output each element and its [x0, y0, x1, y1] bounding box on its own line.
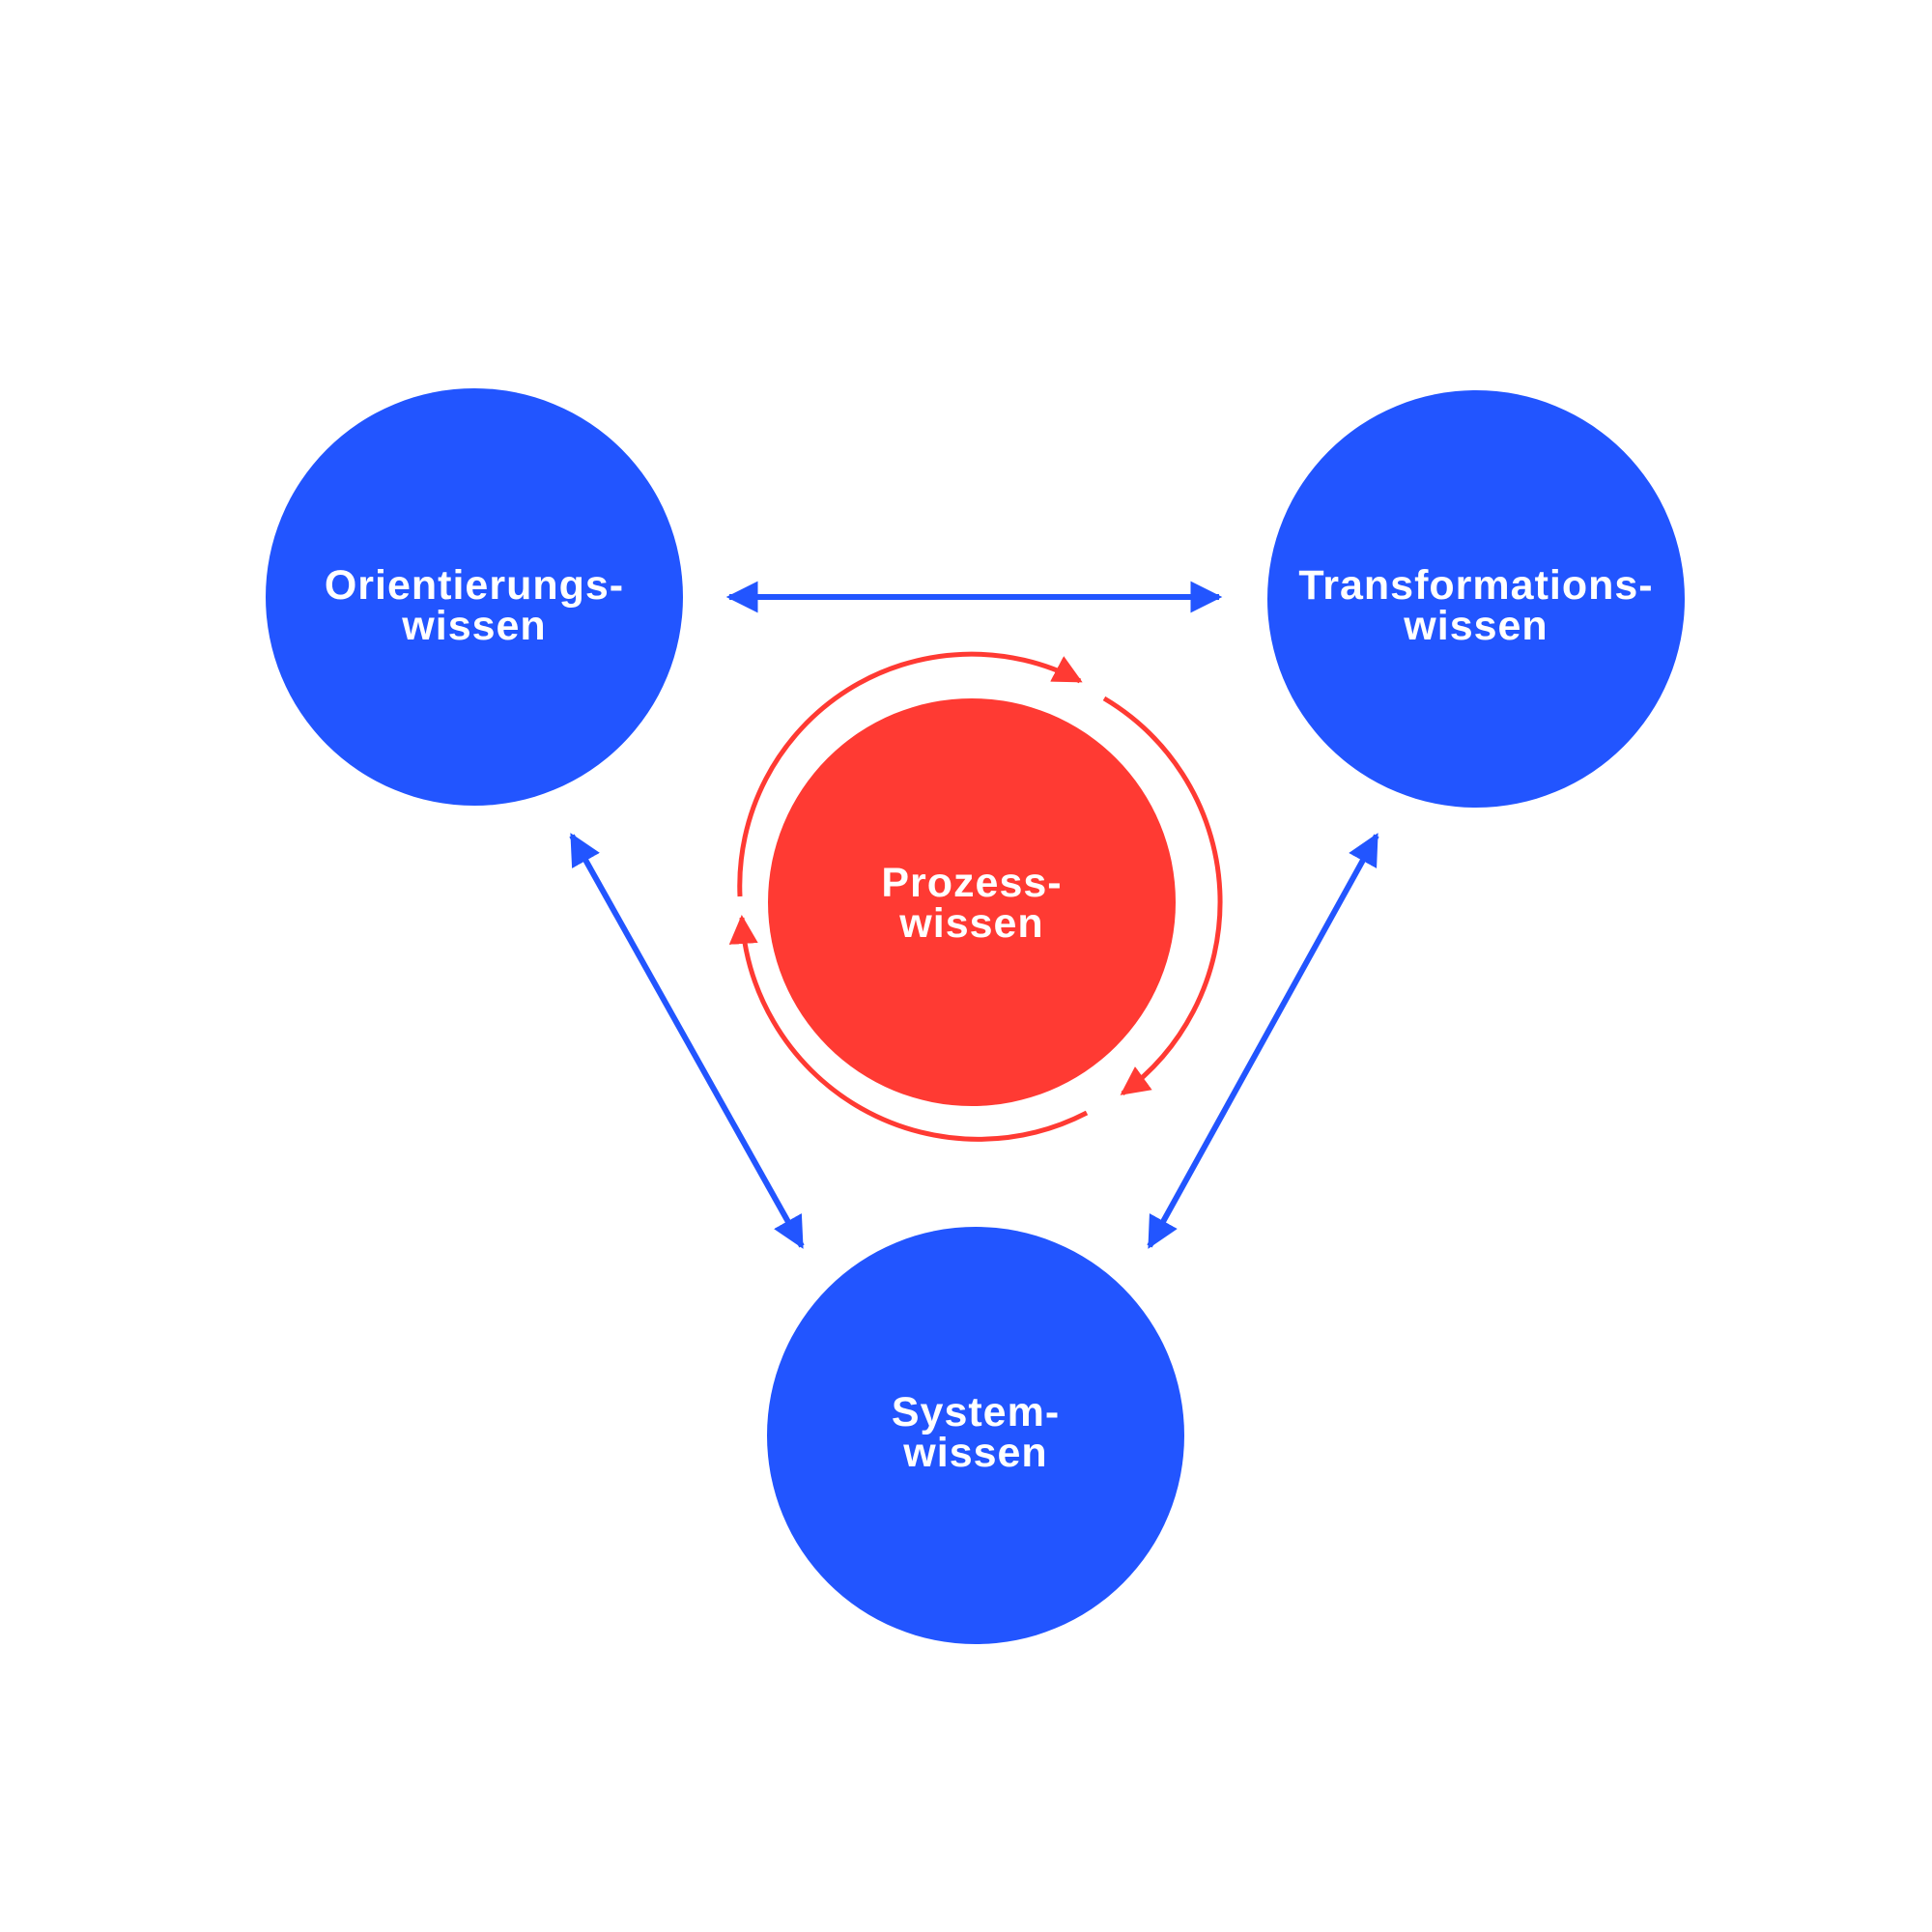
node-orientierungswissen: Orientierungs- wissen — [266, 388, 683, 806]
node-systemwissen-line1: System- — [892, 1389, 1060, 1435]
node-transformationswissen: Transformations- wissen — [1267, 390, 1685, 808]
cycle-arc-bottom-left — [728, 915, 1089, 1142]
node-orientierungswissen-line2: wissen — [401, 603, 546, 649]
node-transformationswissen-circle — [1267, 390, 1685, 808]
arrow-transformation-system — [1147, 833, 1379, 1249]
node-transformationswissen-line1: Transformations- — [1298, 562, 1653, 609]
node-prozesswissen-circle — [768, 698, 1176, 1106]
node-prozesswissen: Prozess- wissen — [768, 698, 1176, 1106]
node-systemwissen: System- wissen — [767, 1227, 1184, 1644]
cycle-arc-top-right — [1102, 696, 1223, 1096]
node-systemwissen-circle — [767, 1227, 1184, 1644]
node-orientierungswissen-line1: Orientierungs- — [325, 562, 624, 609]
node-systemwissen-line2: wissen — [902, 1430, 1047, 1476]
arrow-orientierung-system — [569, 833, 805, 1249]
node-orientierungswissen-circle — [266, 388, 683, 806]
node-transformationswissen-line2: wissen — [1403, 603, 1548, 649]
node-prozesswissen-line1: Prozess- — [881, 860, 1062, 906]
cycle-arc-left-top — [737, 651, 1083, 897]
node-prozesswissen-line2: wissen — [898, 900, 1043, 947]
